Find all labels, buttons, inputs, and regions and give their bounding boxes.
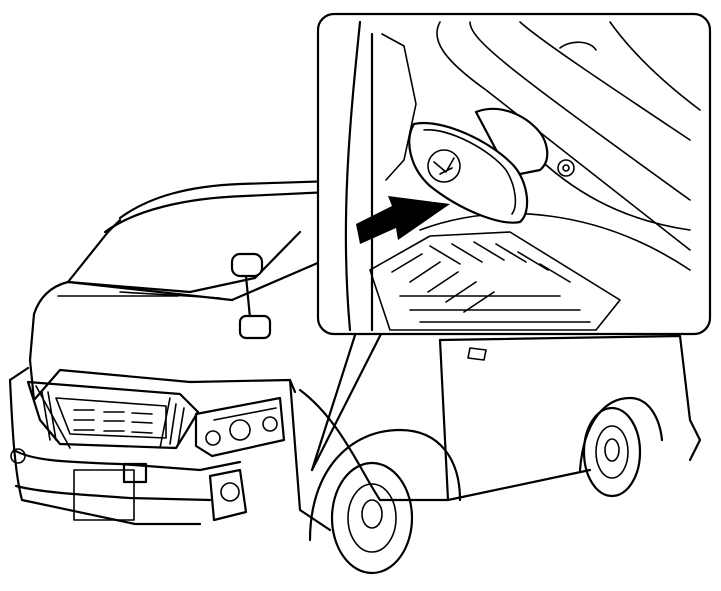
pull-arrow: [356, 196, 450, 244]
side-mirror: [230, 252, 272, 340]
headlight: [194, 396, 286, 458]
van-body: [8, 176, 702, 575]
fuel-filler-lid: [408, 107, 549, 224]
detail-inset: [316, 12, 712, 336]
step-plate-grid: [369, 231, 621, 331]
front-wheel: [308, 428, 462, 575]
callout-pointer-left: [310, 330, 358, 472]
license-plate-bracket: [122, 462, 148, 484]
door-handle: [467, 347, 487, 361]
fastener-bolt: [557, 159, 575, 177]
front-grille: [26, 380, 200, 450]
callout-pointer-right: [310, 330, 384, 472]
rear-wheel: [578, 396, 664, 498]
front-bumper: [10, 448, 248, 522]
